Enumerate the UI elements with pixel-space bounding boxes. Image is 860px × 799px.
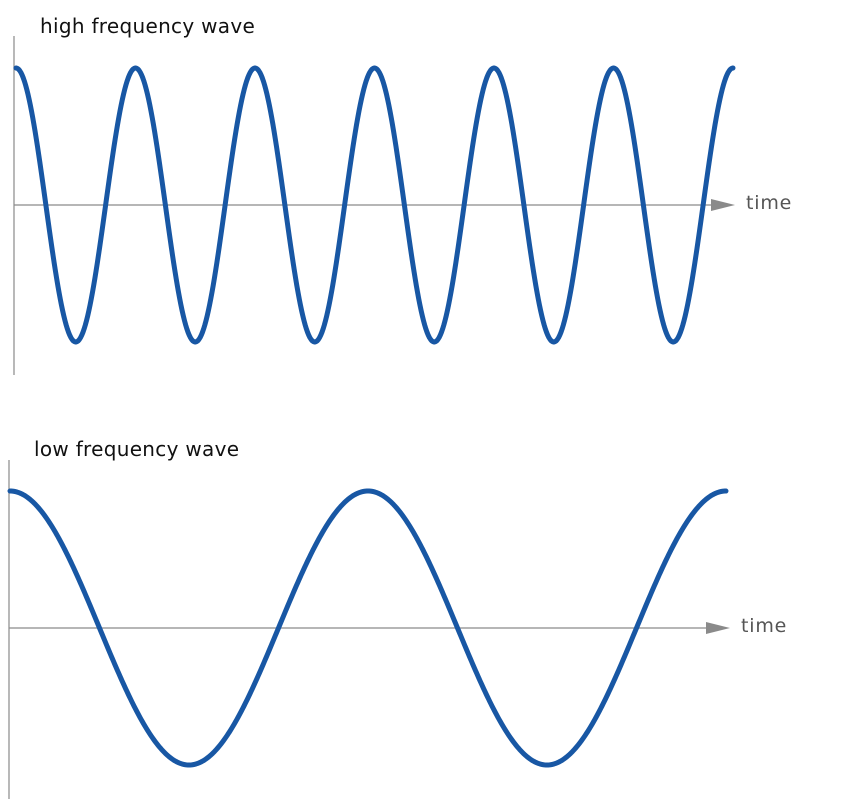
high-frequency-time-label: time [746,192,793,214]
high-frequency-arrow-head [711,199,735,211]
low-frequency-time-label: time [741,615,788,637]
high-frequency-title: high frequency wave [40,14,256,38]
low-frequency-title: low frequency wave [34,437,240,461]
high-frequency-wave-curve [13,65,736,345]
low-frequency-arrow-head [706,622,730,634]
low-frequency-wave-curve [7,488,729,768]
